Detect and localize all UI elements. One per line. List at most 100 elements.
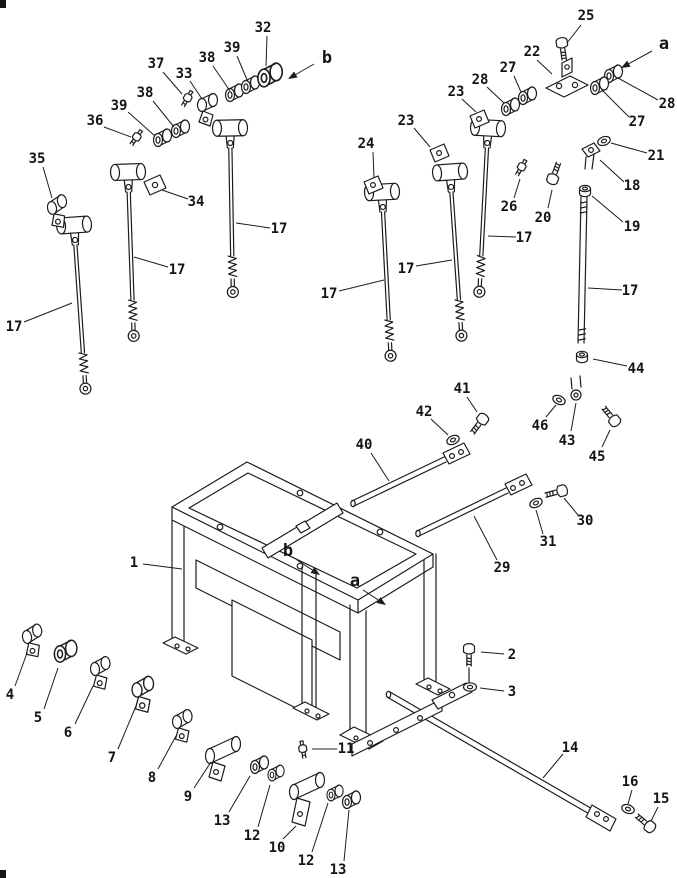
part-label-9: 9 bbox=[184, 789, 192, 805]
leader-line-40 bbox=[370, 452, 390, 482]
view-arrow-head-b bbox=[310, 567, 320, 575]
part-label-40: 40 bbox=[356, 437, 373, 453]
part-label-8: 8 bbox=[148, 770, 156, 786]
scan-mark-bottom-left bbox=[0, 870, 6, 878]
link-rod-40-group bbox=[350, 410, 491, 508]
part-label-4: 4 bbox=[6, 687, 14, 703]
part-28-bushing-1 bbox=[500, 97, 521, 117]
part-46-washer bbox=[550, 392, 568, 408]
leader-line-34 bbox=[161, 189, 189, 200]
part-23-bracket-1 bbox=[429, 143, 450, 163]
leader-line-17 bbox=[587, 287, 623, 291]
part-label-1: 1 bbox=[130, 555, 138, 571]
part-label-10: 10 bbox=[269, 840, 286, 856]
leader-line-1 bbox=[142, 563, 183, 570]
leader-line-41 bbox=[466, 396, 478, 413]
part-label-12: 12 bbox=[298, 853, 315, 869]
view-letter-a: a bbox=[659, 34, 669, 54]
leader-line-12 bbox=[311, 802, 329, 853]
leader-line-2 bbox=[480, 651, 505, 655]
leader-line-17 bbox=[235, 222, 271, 229]
part-11-fitting bbox=[297, 739, 309, 760]
part-3-washer bbox=[462, 682, 478, 692]
leader-line-19 bbox=[591, 195, 624, 223]
leader-line-32 bbox=[265, 35, 268, 67]
leader-line-23 bbox=[461, 98, 477, 113]
part-label-19: 19 bbox=[624, 219, 641, 235]
part-44-nut bbox=[575, 350, 589, 364]
part-37-fitting bbox=[179, 88, 196, 109]
part-label-28: 28 bbox=[659, 96, 676, 112]
scan-mark-top-left bbox=[0, 0, 6, 8]
part-25-bolt bbox=[555, 36, 571, 62]
leader-line-20 bbox=[547, 189, 553, 209]
rod-assembly-17-3 bbox=[211, 119, 252, 299]
leader-line-27 bbox=[513, 75, 522, 93]
part-label-23: 23 bbox=[448, 84, 465, 100]
part-label-45: 45 bbox=[589, 449, 606, 465]
part-9-tube bbox=[204, 735, 242, 782]
view-arrow-shaft-a bbox=[362, 589, 379, 601]
part-27-bushing-1 bbox=[517, 86, 538, 106]
part-21-washer bbox=[595, 134, 613, 148]
part-43-yoke bbox=[570, 375, 582, 401]
part-label-38: 38 bbox=[199, 50, 216, 66]
part-label-17: 17 bbox=[516, 230, 533, 246]
leader-line-38 bbox=[152, 100, 175, 128]
leader-line-44 bbox=[592, 358, 628, 367]
rod-assembly-17-2 bbox=[109, 162, 153, 343]
leader-line-39 bbox=[236, 55, 249, 83]
adjuster-rod-group bbox=[513, 134, 623, 430]
frame-part-1 bbox=[162, 461, 473, 757]
part-label-26: 26 bbox=[501, 199, 518, 215]
part-18-clevis bbox=[581, 142, 601, 170]
part-label-6: 6 bbox=[64, 725, 72, 741]
part-39-bushing-1 bbox=[152, 128, 173, 148]
leader-line-16 bbox=[627, 789, 633, 805]
part-label-15: 15 bbox=[653, 791, 670, 807]
part-label-22: 22 bbox=[524, 44, 541, 60]
part-13-bushing-2 bbox=[341, 790, 362, 810]
leader-line-17 bbox=[23, 302, 73, 323]
leader-line-6 bbox=[74, 685, 94, 725]
part-label-27: 27 bbox=[629, 114, 646, 130]
leader-line-43 bbox=[570, 402, 577, 432]
leader-line-31 bbox=[535, 509, 544, 535]
part-label-38: 38 bbox=[137, 85, 154, 101]
leader-line-29 bbox=[473, 515, 498, 561]
leader-line-13 bbox=[343, 809, 350, 862]
part-label-12: 12 bbox=[244, 828, 261, 844]
leader-line-22 bbox=[536, 59, 553, 75]
part-label-43: 43 bbox=[559, 433, 576, 449]
leader-line-14 bbox=[542, 753, 564, 779]
part-label-7: 7 bbox=[108, 750, 116, 766]
leader-line-5 bbox=[43, 667, 59, 710]
diagram-artwork bbox=[0, 0, 659, 878]
part-label-28: 28 bbox=[472, 72, 489, 88]
part-36-fitting bbox=[127, 127, 145, 148]
part-41-bolt bbox=[467, 410, 491, 437]
leader-line-7 bbox=[117, 705, 137, 750]
leader-line-45 bbox=[601, 429, 611, 448]
part-2-bolt bbox=[462, 642, 476, 667]
leader-line-24 bbox=[372, 151, 375, 179]
part-label-20: 20 bbox=[535, 210, 552, 226]
part-31-washer bbox=[527, 495, 545, 511]
part-38-bushing-1 bbox=[170, 119, 191, 139]
part-label-17: 17 bbox=[622, 283, 639, 299]
leader-line-27 bbox=[601, 89, 630, 118]
part-label-13: 13 bbox=[214, 813, 231, 829]
part-24-bracket bbox=[363, 175, 384, 195]
leader-line-17 bbox=[133, 256, 169, 268]
part-10-clamp bbox=[288, 771, 326, 827]
leader-line-17 bbox=[338, 279, 385, 292]
view-letter-a: a bbox=[350, 571, 360, 591]
part-label-23: 23 bbox=[398, 113, 415, 129]
view-letter-b: b bbox=[283, 541, 293, 561]
leader-line-30 bbox=[563, 497, 579, 516]
part-34-bracket bbox=[143, 174, 167, 196]
part-38-bushing-2 bbox=[224, 83, 245, 103]
